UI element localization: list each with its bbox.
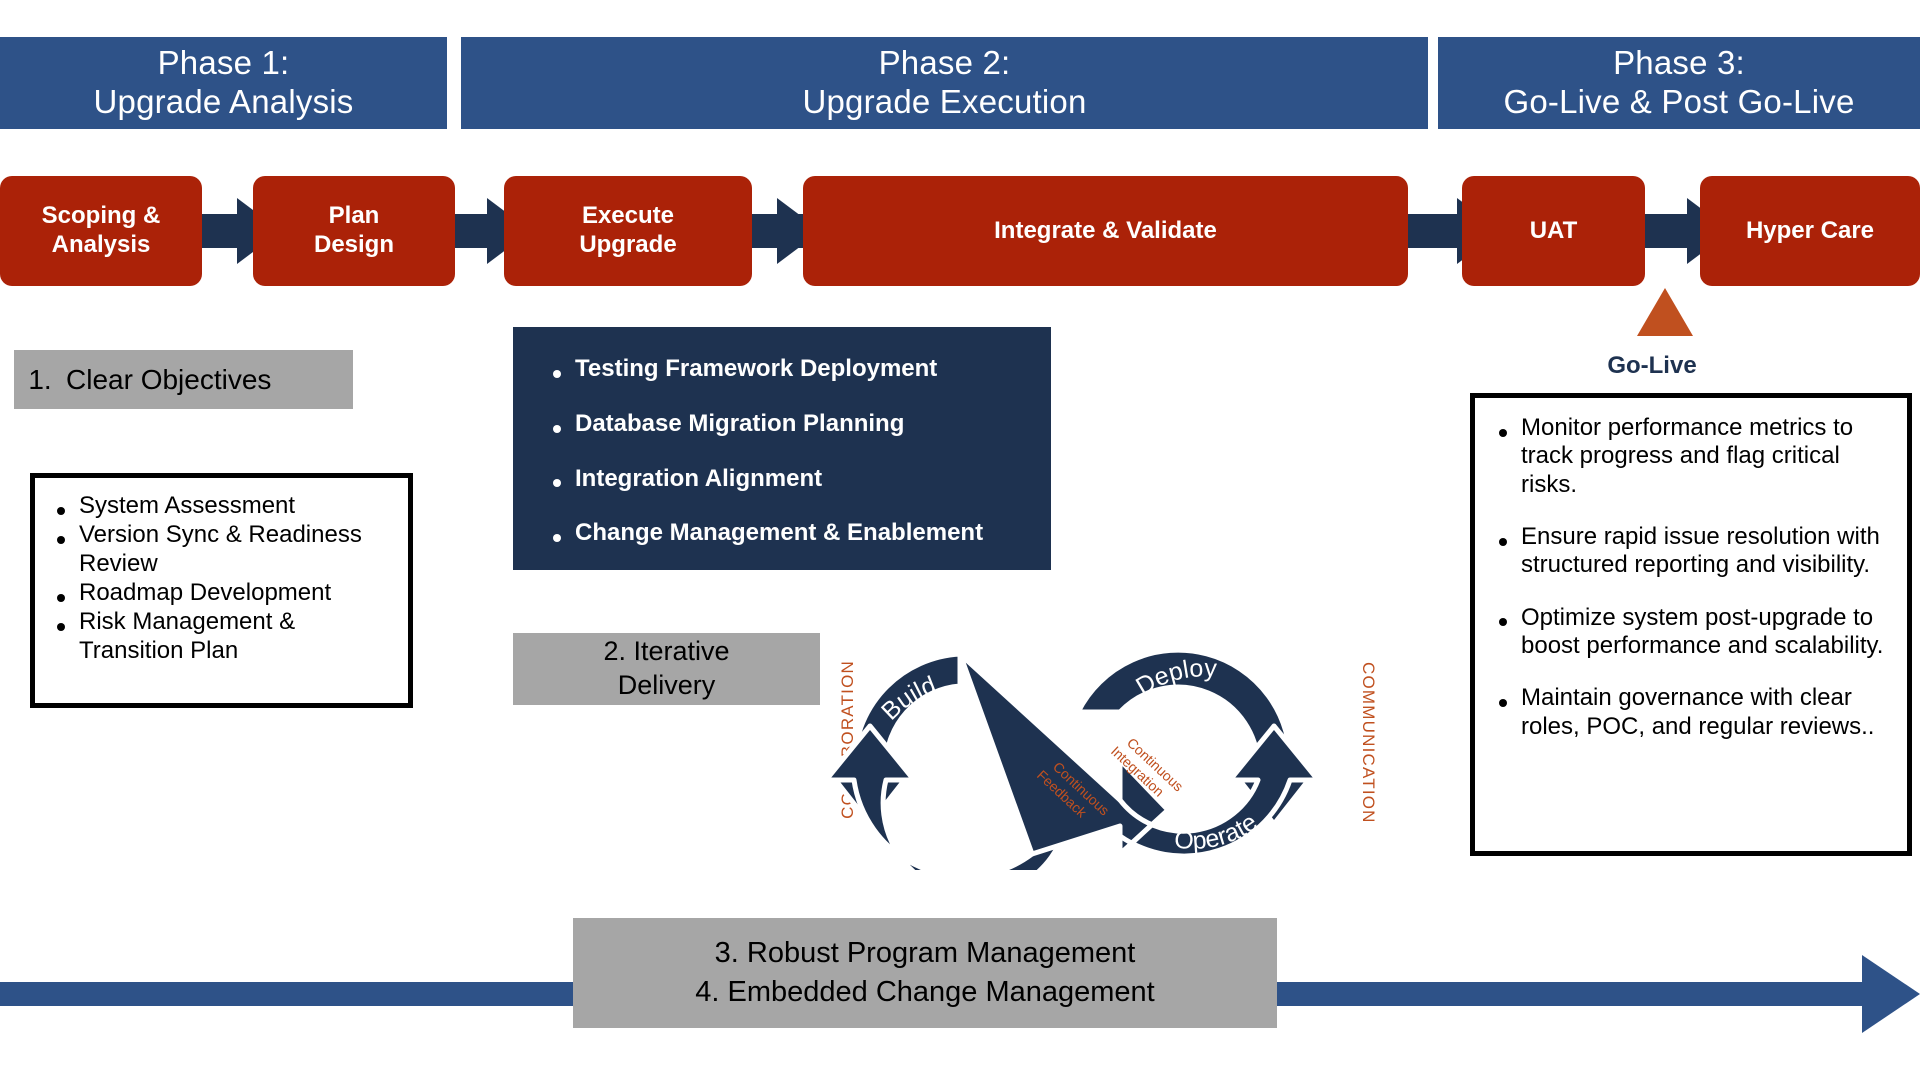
list-item: Roadmap Development — [49, 579, 398, 607]
timeline-arrowhead-icon — [1862, 955, 1920, 1033]
list-item: Ensure rapid issue resolution with struc… — [1491, 523, 1897, 580]
go-live-label: Go-Live — [1607, 352, 1697, 379]
list-item: Maintain governance with clear roles, PO… — [1491, 684, 1897, 741]
enabler-line-1: 3. Robust Program Management — [714, 936, 1136, 969]
list-item: Monitor performance metrics to track pro… — [1491, 414, 1897, 499]
step-4-label: Integrate & Validate — [994, 216, 1217, 244]
list-item: Change Management & Enablement — [545, 519, 1039, 548]
process-step-row: Scoping & Analysis Plan Design Execute U… — [0, 176, 1920, 286]
clear-objectives-label: 1. Clear Objectives — [14, 350, 353, 409]
loop-label-operate: Operate — [1173, 808, 1262, 855]
phase-2-line-2: Upgrade Execution — [802, 83, 1087, 120]
clear-objectives-number: 1. — [28, 364, 52, 395]
process-step-scoping-analysis[interactable]: Scoping & Analysis — [0, 176, 202, 286]
loop-label-plan: Plan — [964, 815, 1017, 855]
step-2-line-2: Design — [313, 231, 394, 258]
process-step-plan-design[interactable]: Plan Design — [253, 176, 455, 286]
clear-objectives-text: Clear Objectives — [66, 364, 272, 395]
iterative-delivery-line-2: Delivery — [617, 670, 716, 700]
phase-3-list: Monitor performance metrics to track pro… — [1475, 398, 1907, 741]
process-step-hyper-care[interactable]: Hyper Care — [1700, 176, 1920, 286]
step-3-line-1: Execute — [581, 202, 675, 230]
list-item: Integration Alignment — [545, 465, 1039, 494]
go-live-triangle-icon — [1637, 288, 1693, 336]
list-item: Testing Framework Deployment — [545, 355, 1039, 384]
step-1-line-2: Analysis — [51, 231, 151, 258]
iterative-delivery-label: 2. Iterative Delivery — [513, 633, 820, 705]
phase-1-list: System Assessment Version Sync & Readine… — [35, 478, 408, 665]
phase-3-line-1: Phase 3: — [1613, 44, 1745, 82]
phase-banner-3: Phase 3: Go-Live & Post Go-Live — [1438, 37, 1920, 129]
list-item: Risk Management & Transition Plan — [49, 608, 398, 665]
devops-infinity-loop: Build Plan Deploy Operate Conti — [820, 640, 1360, 870]
phase-3-detail-box: Monitor performance metrics to track pro… — [1470, 393, 1912, 856]
step-1-line-1: Scoping & — [41, 202, 161, 230]
iterative-delivery-line-1: 2. Iterative — [603, 636, 730, 667]
list-item: System Assessment — [49, 492, 398, 520]
list-item: Database Migration Planning — [545, 410, 1039, 439]
process-step-uat[interactable]: UAT — [1462, 176, 1645, 286]
step-2-line-1: Plan — [328, 202, 380, 230]
step-6-label: Hyper Care — [1745, 216, 1875, 244]
phase-3-line-2: Go-Live & Post Go-Live — [1503, 83, 1855, 120]
list-item: Version Sync & Readiness Review — [49, 521, 398, 578]
phase-banner-1: Phase 1: Upgrade Analysis — [0, 37, 447, 129]
phase-2-line-1: Phase 2: — [878, 44, 1011, 82]
enabler-line-2: 4. Embedded Change Management — [695, 976, 1155, 1008]
phase-2-list: Testing Framework Deployment Database Mi… — [513, 327, 1051, 548]
phase-banner-2: Phase 2: Upgrade Execution — [461, 37, 1428, 129]
phase-1-line-2: Upgrade Analysis — [93, 83, 354, 120]
step-3-line-2: Upgrade — [579, 231, 677, 258]
list-item: Optimize system post-upgrade to boost pe… — [1491, 604, 1897, 661]
cross-phase-enablers-box: 3. Robust Program Management 4. Embedded… — [573, 918, 1277, 1028]
phase-1-detail-box: System Assessment Version Sync & Readine… — [30, 473, 413, 708]
communication-label: COMMUNICATION — [1359, 662, 1378, 824]
process-step-execute-upgrade[interactable]: Execute Upgrade — [504, 176, 752, 286]
process-step-integrate-validate[interactable]: Integrate & Validate — [803, 176, 1408, 286]
phase-2-detail-box: Testing Framework Deployment Database Mi… — [513, 327, 1051, 570]
step-5-label: UAT — [1529, 216, 1578, 244]
phase-1-line-1: Phase 1: — [157, 44, 290, 82]
